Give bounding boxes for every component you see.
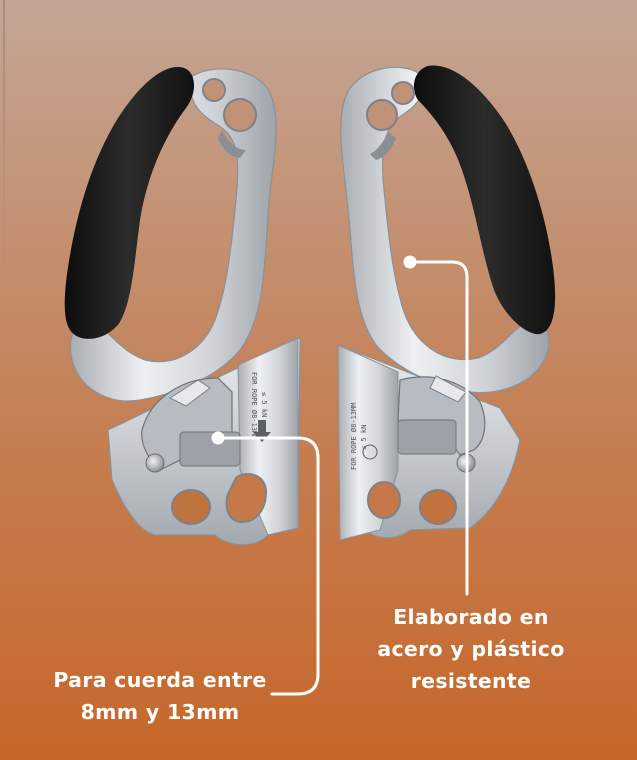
callout-material-line1: Elaborado en: [393, 605, 549, 629]
edge-line: [3, 0, 5, 320]
left-ascender: FOR ROPE Ø8-13MM ≤ 5 kN: [64, 67, 301, 546]
left-rubber-grip: [64, 67, 195, 339]
right-ascender: FOR ROPE Ø8-13MM ≤ 5 kN: [337, 65, 556, 541]
right-top-hole-small: [391, 81, 415, 105]
left-bolt: [145, 453, 165, 473]
right-engraving-label: FOR ROPE Ø8-13MM: [350, 403, 358, 470]
left-slot-hole: [225, 473, 268, 524]
callout-line-rope: [211, 431, 320, 696]
right-rubber-grip: [413, 65, 556, 335]
right-cam-teeth: [397, 419, 457, 455]
left-engraving-load: ≤ 5 kN: [260, 392, 268, 417]
callout-material: Elaborado en acero y plástico resistente: [356, 601, 586, 697]
left-top-hole-large: [223, 98, 257, 132]
left-handle-frame: [69, 68, 277, 402]
right-top-hole-large: [366, 99, 398, 131]
callout-line-material: [403, 255, 469, 596]
right-engraving-load: ≤ 5 kN: [360, 425, 368, 450]
right-slot-hole: [367, 481, 401, 519]
left-cam-teeth: [179, 431, 241, 467]
callout-rope-line1: Para cuerda entre: [53, 668, 267, 692]
left-engraving-label: FOR ROPE Ø8-13MM: [250, 372, 258, 439]
right-handle-frame: [340, 66, 550, 394]
right-stamp-icon: [362, 444, 378, 460]
left-bottom-hole: [171, 489, 211, 525]
callout-material-line3: resistente: [410, 669, 532, 693]
callout-rope-line2: 8mm y 13mm: [80, 700, 240, 724]
callout-rope-diameter: Para cuerda entre 8mm y 13mm: [40, 664, 280, 728]
left-top-hole-small: [202, 78, 226, 102]
callout-material-line2: acero y plástico: [377, 637, 565, 661]
right-bottom-hole: [419, 489, 457, 525]
